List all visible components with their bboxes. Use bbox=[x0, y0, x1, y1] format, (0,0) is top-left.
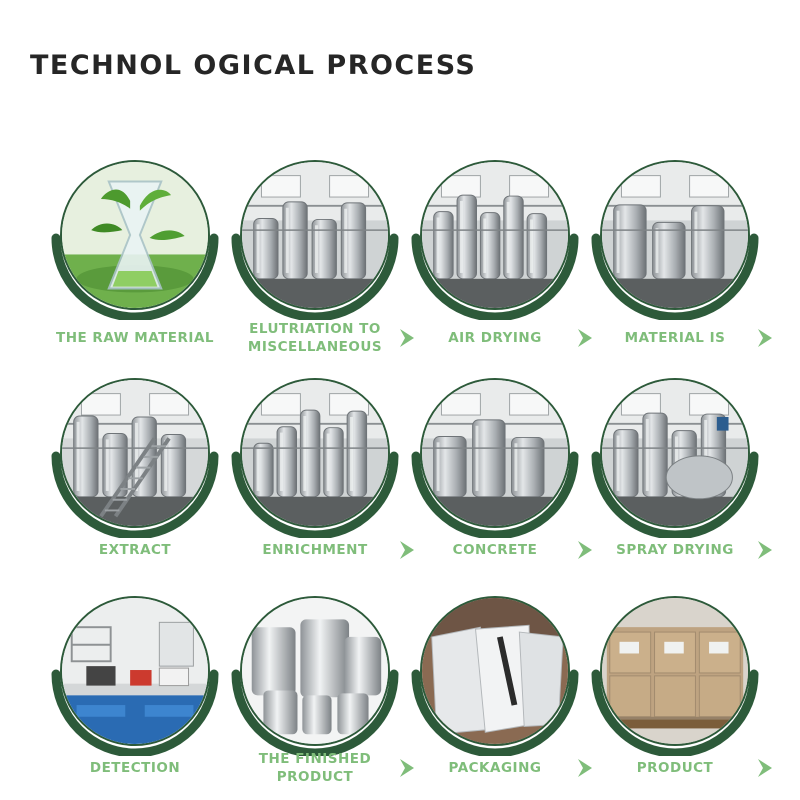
stairs-platform-image bbox=[60, 378, 210, 528]
circle-frame-arc bbox=[590, 378, 760, 538]
chevron-right-icon bbox=[755, 757, 775, 779]
concentrator-equipment-image bbox=[420, 378, 570, 528]
storage-tanks-image bbox=[240, 378, 390, 528]
step-caption-line: MISCELLANEOUS bbox=[247, 339, 383, 355]
step-caption: PRODUCT bbox=[590, 759, 760, 777]
step-caption: THE RAW MATERIAL bbox=[50, 329, 220, 347]
process-step bbox=[225, 378, 405, 538]
chevron-right-icon bbox=[397, 539, 417, 561]
green-arc-frame bbox=[591, 451, 759, 538]
process-step bbox=[45, 160, 225, 320]
step-caption-line: ENRICHMENT bbox=[262, 542, 368, 558]
step-caption: SPRAY DRYING bbox=[590, 541, 760, 559]
green-arc-frame bbox=[231, 451, 399, 538]
step-caption-line: PRODUCT bbox=[276, 769, 354, 785]
process-step bbox=[45, 378, 225, 538]
process-step bbox=[225, 596, 405, 756]
green-arc-frame bbox=[231, 233, 399, 320]
chevron-right-icon bbox=[755, 327, 775, 349]
step-caption: MATERIAL IS bbox=[590, 329, 760, 347]
step-caption: EXTRACT bbox=[50, 541, 220, 559]
green-arc-frame bbox=[51, 669, 219, 756]
green-arc-frame bbox=[411, 233, 579, 320]
circle-frame-arc bbox=[230, 160, 400, 320]
step-caption-line: EXTRACT bbox=[98, 542, 172, 558]
process-step bbox=[225, 160, 405, 320]
circle-frame-arc bbox=[410, 378, 580, 538]
step-caption: ENRICHMENT bbox=[230, 541, 400, 559]
circle-frame-arc bbox=[590, 160, 760, 320]
chevron-right-icon bbox=[397, 757, 417, 779]
green-arc-frame bbox=[51, 451, 219, 538]
step-caption: AIR DRYING bbox=[410, 329, 580, 347]
step-caption: PACKAGING bbox=[410, 759, 580, 777]
circle-frame-arc bbox=[50, 160, 220, 320]
process-step bbox=[405, 378, 585, 538]
page-title: TECHNOL OGICAL PROCESS bbox=[30, 50, 477, 81]
process-step bbox=[585, 378, 765, 538]
circle-frame-arc bbox=[50, 596, 220, 756]
step-caption-line: ELUTRIATION TO bbox=[249, 321, 381, 337]
step-caption-line: CONCRETE bbox=[452, 542, 538, 558]
circle-frame-arc bbox=[410, 160, 580, 320]
step-caption: CONCRETE bbox=[410, 541, 580, 559]
green-arc-frame bbox=[51, 233, 219, 320]
chevron-right-icon bbox=[397, 327, 417, 349]
process-step bbox=[405, 596, 585, 756]
step-caption-line: MATERIAL IS bbox=[624, 330, 726, 346]
cartons-on-pallet-image bbox=[600, 596, 750, 746]
aluminum-cans-image bbox=[240, 596, 390, 746]
step-caption-line: AIR DRYING bbox=[448, 330, 542, 346]
green-arc-frame bbox=[411, 669, 579, 756]
process-step bbox=[585, 160, 765, 320]
step-caption-line: DETECTION bbox=[89, 760, 181, 776]
step-caption-line: PACKAGING bbox=[448, 760, 542, 776]
step-caption: THE FINISHED PRODUCT bbox=[230, 750, 400, 786]
step-caption: ELUTRIATION TO MISCELLANEOUS bbox=[230, 320, 400, 356]
evaporator-equipment-image bbox=[420, 160, 570, 310]
green-arc-frame bbox=[411, 451, 579, 538]
chevron-right-icon bbox=[575, 327, 595, 349]
process-step bbox=[585, 596, 765, 756]
green-arc-frame bbox=[591, 233, 759, 320]
circle-frame-arc bbox=[590, 596, 760, 756]
circle-frame-arc bbox=[50, 378, 220, 538]
step-caption-line: PRODUCT bbox=[636, 760, 714, 776]
chevron-right-icon bbox=[575, 539, 595, 561]
green-arc-frame bbox=[591, 669, 759, 756]
circle-frame-arc bbox=[230, 596, 400, 756]
step-caption: DETECTION bbox=[50, 759, 220, 777]
circle-frame-arc bbox=[410, 596, 580, 756]
tank-platform-image bbox=[600, 160, 750, 310]
process-step bbox=[405, 160, 585, 320]
circle-frame-arc bbox=[230, 378, 400, 538]
step-caption-line: SPRAY DRYING bbox=[616, 542, 734, 558]
chevron-right-icon bbox=[755, 539, 775, 561]
green-arc-frame bbox=[231, 669, 399, 756]
step-caption-line: THE FINISHED bbox=[258, 751, 372, 767]
process-step bbox=[45, 596, 225, 756]
chevron-right-icon bbox=[575, 757, 595, 779]
step-caption-line: THE RAW MATERIAL bbox=[56, 330, 214, 346]
